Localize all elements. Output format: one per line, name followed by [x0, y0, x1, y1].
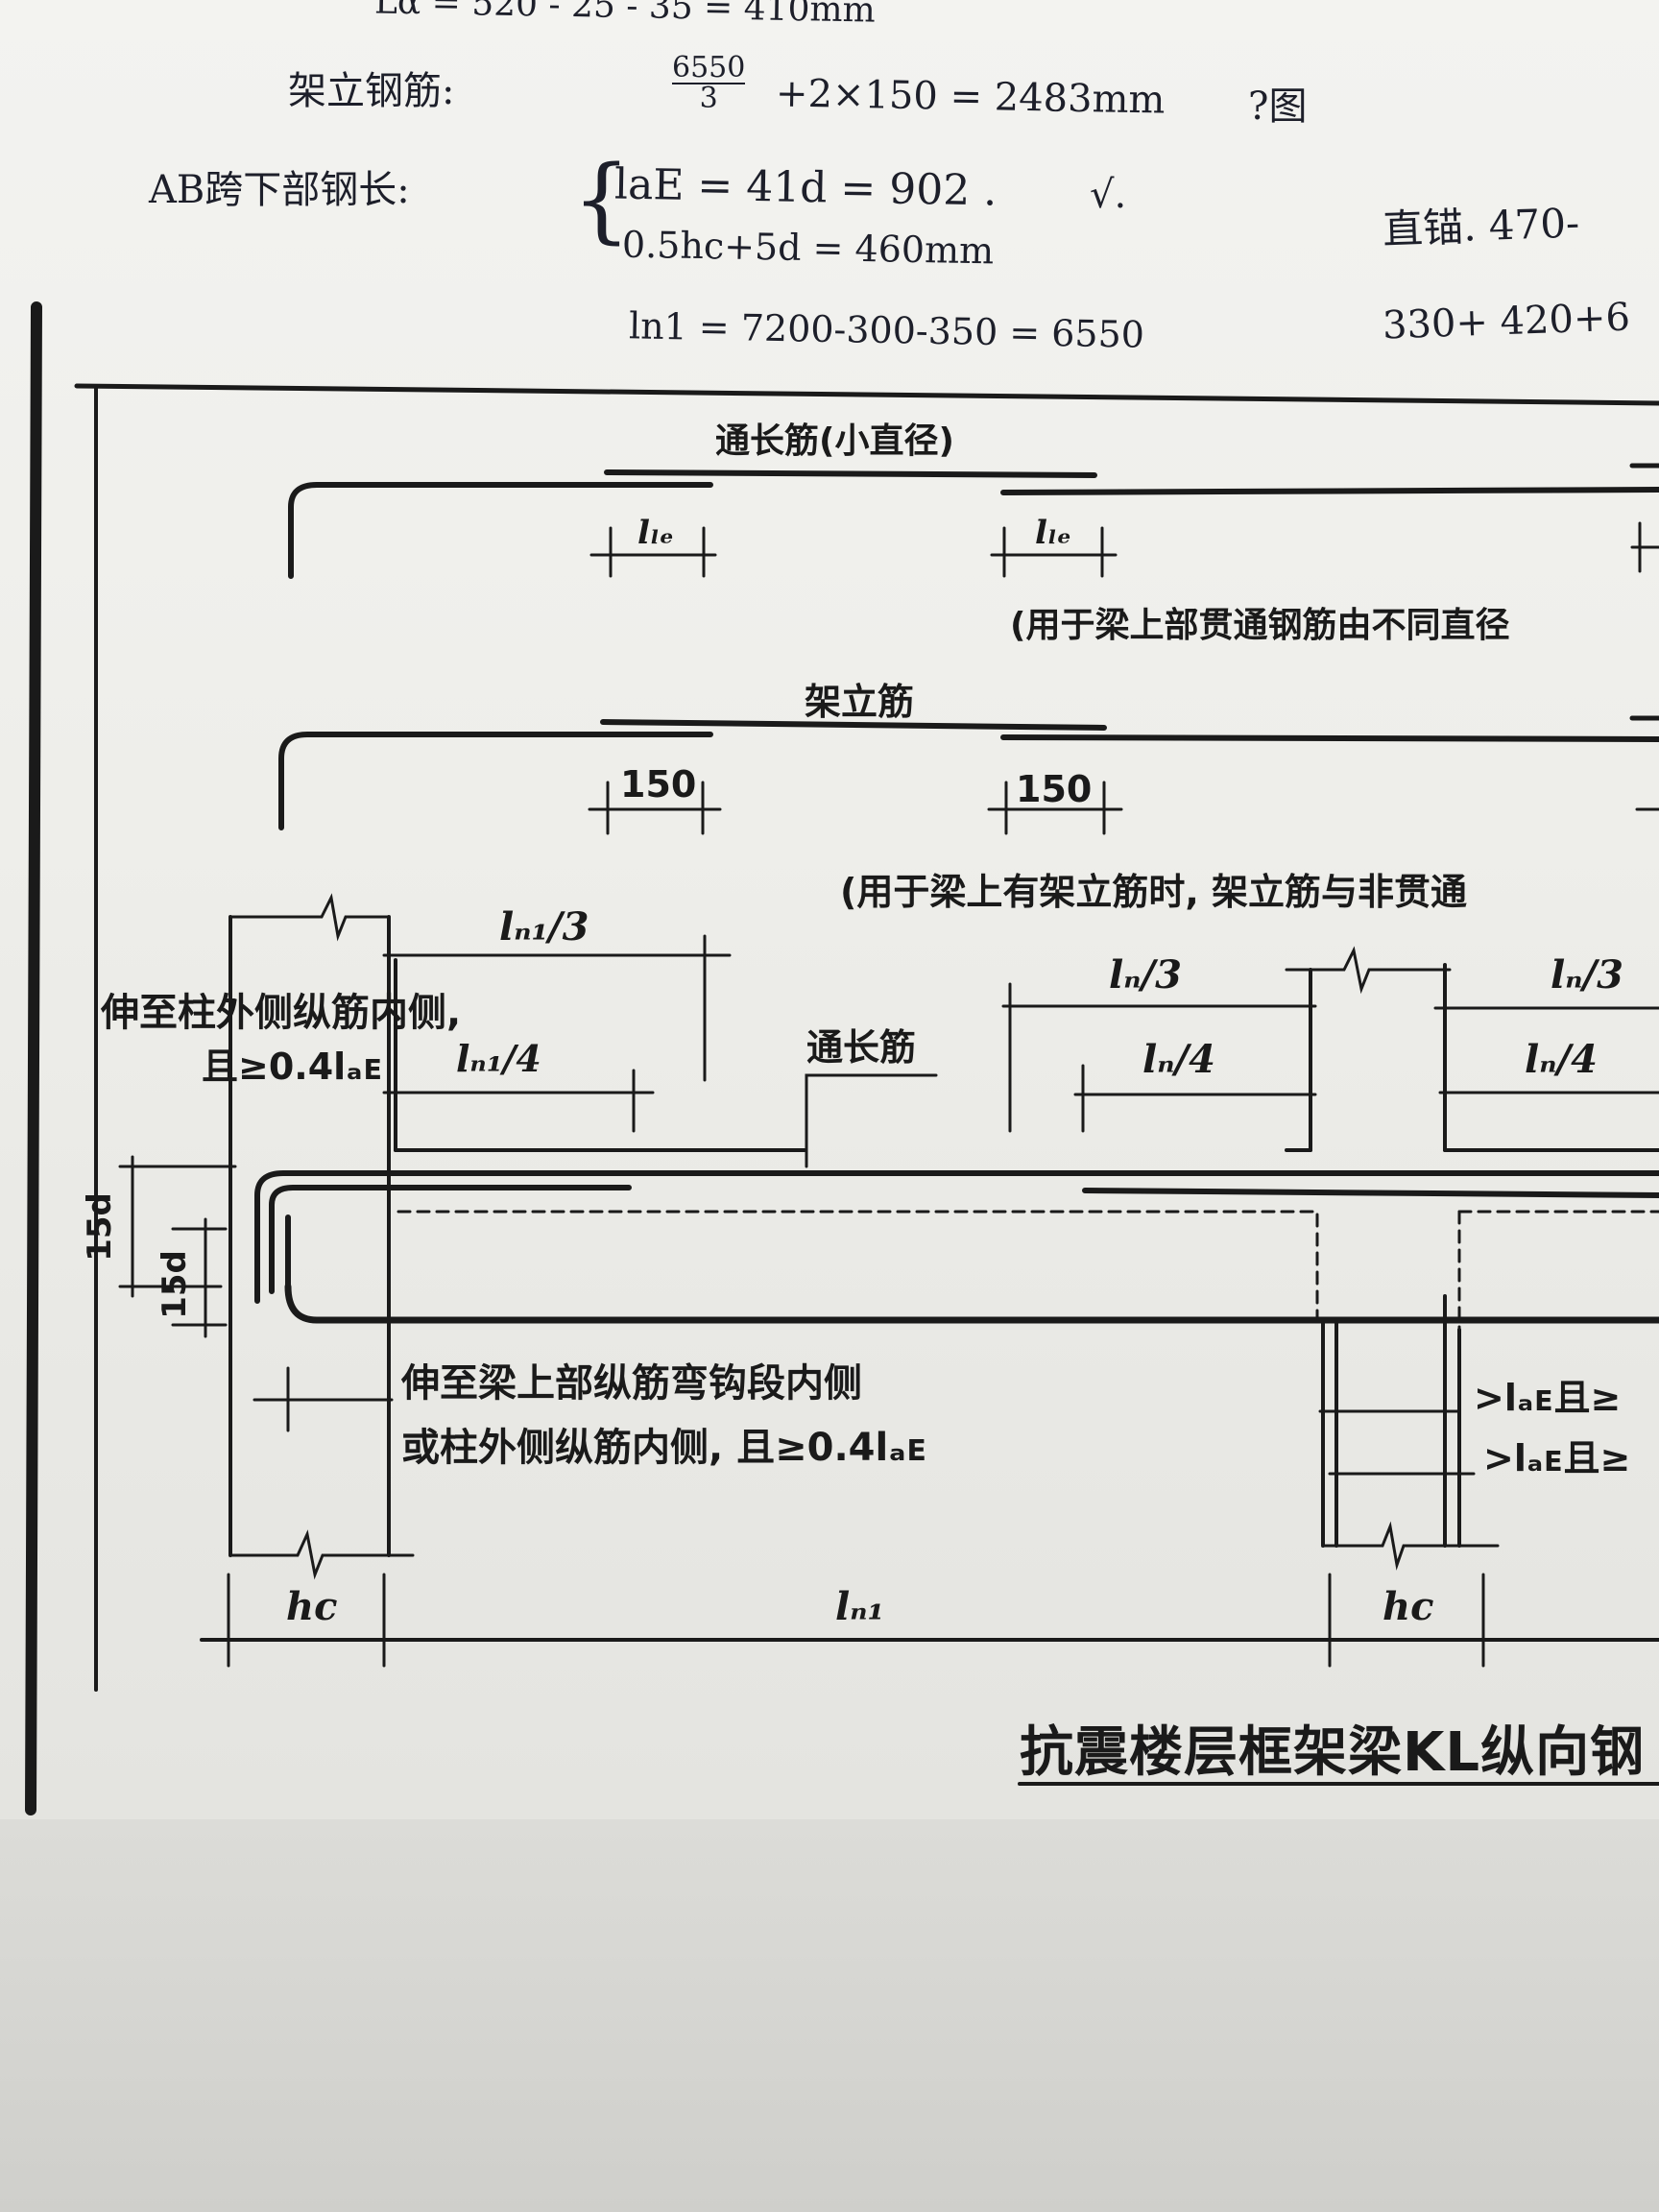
ln-quarter-right-text: lₙ/4: [1525, 1037, 1598, 1082]
hc-right-text: hc: [1382, 1584, 1434, 1629]
lower-paper-area: [0, 1819, 1659, 2212]
lle-left-label: lₗₑ: [637, 514, 674, 552]
figure-title-text: 抗震楼层框架梁KL纵向钢: [1020, 1721, 1646, 1784]
ln-quarter-text: lₙ/4: [1142, 1037, 1215, 1082]
dim-15d-inner-text: 15d: [155, 1250, 194, 1319]
dim-150-left: 150: [620, 763, 696, 805]
ln-third-right-label: lₙ/3: [1551, 952, 1623, 998]
hw-frac-num: 6550: [672, 51, 746, 84]
left-note-line1-text: 伸至柱外侧纵筋内侧,: [101, 991, 462, 1035]
ln1-quarter-label: lₙ₁/4: [456, 1037, 541, 1080]
erect-bar-left: [278, 732, 713, 830]
ln-third-label: lₙ/3: [1109, 952, 1182, 998]
dim-15d-inner: 15d: [156, 1250, 194, 1319]
note-top: (用于梁上部贯通钢筋由不同直径: [1010, 597, 1509, 647]
top-main-bar-outer: [254, 1170, 1659, 1304]
hc-left-label: hc: [286, 1584, 337, 1629]
top-bar-label-text: 通长筋(小直径): [715, 421, 954, 461]
top-bar-left: [288, 482, 713, 579]
hw-ab-label: AB跨下部钢长:: [149, 168, 410, 212]
erect-bar-right: [1000, 734, 1659, 742]
ln-third-text: lₙ/3: [1109, 952, 1182, 998]
hc-left-text: hc: [286, 1584, 338, 1629]
ln-quarter-label: lₙ/4: [1142, 1037, 1215, 1082]
ln1-span-text: lₙ₁: [835, 1584, 885, 1629]
dim-150-left-text: 150: [620, 763, 697, 805]
erect-bar-label-text: 架立筋: [805, 681, 915, 723]
ln-quarter-right-label: lₙ/4: [1525, 1037, 1598, 1082]
top-bar-right: [1000, 487, 1659, 495]
note-top-text: (用于梁上部贯通钢筋由不同直径: [1010, 606, 1510, 645]
hw-question: ?图: [1248, 84, 1308, 129]
handwritten-question: ?图: [1248, 75, 1307, 131]
frame-top: [74, 383, 1659, 406]
handwritten-check: √.: [1090, 173, 1126, 217]
handwritten-erect-bar: 架立钢筋:: [288, 60, 454, 115]
top-main-bar-inner: [269, 1185, 632, 1294]
top-bar-overlap-left: [604, 469, 1097, 478]
mid-column-break-top: [1285, 946, 1452, 995]
handwritten-erect-fraction: 6550 3: [672, 51, 746, 115]
through-bar-label-text: 通长筋: [806, 1026, 917, 1069]
hc-right-label: hc: [1382, 1584, 1433, 1629]
hw-frac-den: 3: [699, 82, 718, 115]
note-erect-text: (用于梁上有架立筋时, 架立筋与非贯通: [840, 871, 1468, 913]
right-requirement-2-text: >lₐᴇ且≥: [1483, 1437, 1631, 1479]
right-requirement-1: >lₐᴇ且≥: [1474, 1368, 1621, 1421]
left-note-line2: 且≥0.4lₐᴇ: [202, 1037, 383, 1090]
right-requirement-1-text: >lₐᴇ且≥: [1474, 1377, 1622, 1419]
ln1-quarter-text: lₙ₁/4: [456, 1037, 541, 1080]
handwritten-brace: {: [572, 146, 632, 253]
left-binding-edge: [25, 301, 42, 1815]
hw-check: √.: [1090, 173, 1127, 217]
dim-150-right: 150: [1016, 768, 1092, 810]
ln1-third-label: lₙ₁/3: [499, 904, 589, 950]
paper-sheet: [0, 0, 1659, 1819]
lle-right-text: lₗₑ: [1035, 514, 1071, 552]
left-note-line2-text: 且≥0.4lₐᴇ: [202, 1046, 383, 1088]
left-note-line1: 伸至柱外侧纵筋内侧,: [101, 981, 461, 1037]
beam-outline-dashed: [397, 1210, 1319, 1332]
through-bar-label: 通长筋: [806, 1018, 916, 1070]
dim-15d-outer-text: 15d: [80, 1192, 119, 1262]
right-requirement-2: >lₐᴇ且≥: [1483, 1429, 1630, 1481]
ln1-span-label: lₙ₁: [835, 1584, 884, 1629]
bottom-note-line1-text: 伸至梁上部纵筋弯钩段内侧: [401, 1361, 862, 1406]
bottom-note-line2: 或柱外侧纵筋内侧, 且≥0.4lₐᴇ: [401, 1416, 927, 1472]
dim-150-right-text: 150: [1016, 768, 1093, 810]
top-main-bar-inner-r: [1082, 1188, 1659, 1198]
note-erect: (用于梁上有架立筋时, 架立筋与非贯通: [840, 862, 1467, 915]
column-break-top: [228, 893, 391, 942]
dim-15d-outer: 15d: [81, 1192, 119, 1262]
erect-bar-label: 架立筋: [805, 672, 914, 725]
hw-erect-label: 架立钢筋:: [288, 69, 455, 113]
figure-title: 抗震楼层框架梁KL纵向钢: [1020, 1709, 1645, 1787]
bottom-note-line2-text: 或柱外侧纵筋内侧, 且≥0.4lₐᴇ: [401, 1426, 927, 1470]
lle-left-text: lₗₑ: [637, 514, 674, 552]
bottom-note-line1: 伸至梁上部纵筋弯钩段内侧: [401, 1352, 862, 1407]
handwritten-ab-span: AB跨下部钢长:: [149, 158, 410, 214]
through-bar-leader: [805, 1073, 938, 1168]
lle-right-label: lₗₑ: [1035, 514, 1071, 552]
ln1-third-text: lₙ₁/3: [499, 904, 589, 950]
ln-third-right-text: lₙ/3: [1551, 952, 1623, 998]
bottom-bar-hook: [284, 1283, 1659, 1324]
erect-bar-mid: [600, 719, 1107, 731]
column-break-bottom: [228, 1529, 415, 1580]
top-bar-label: 通长筋(小直径): [715, 413, 954, 463]
